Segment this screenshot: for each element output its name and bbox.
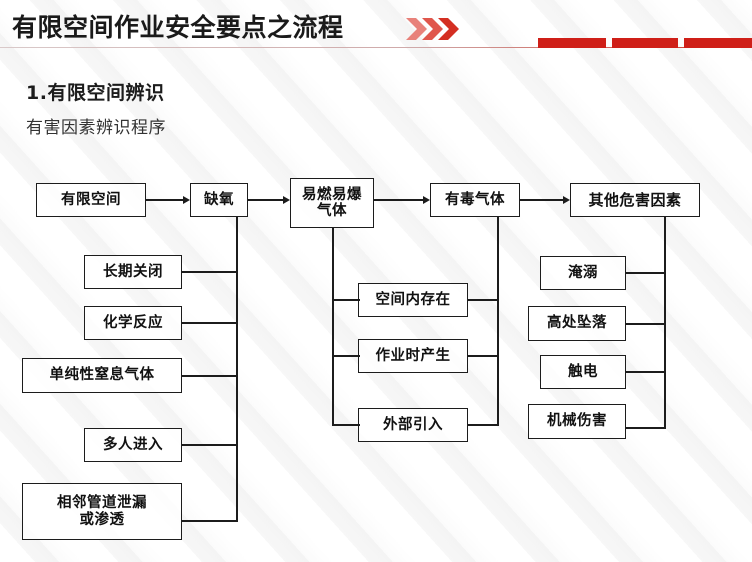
flow-node-multiple-people-entry[interactable]: 多人进入 xyxy=(84,428,182,462)
arrowhead-toxic-to-other xyxy=(563,195,570,204)
red-bar-3 xyxy=(684,38,752,48)
connector-long-term-closure xyxy=(182,271,238,273)
flow-node-adjacent-pipe-leak[interactable]: 相邻管道泄漏 或渗透 xyxy=(22,483,182,540)
connector-fall-from-height xyxy=(626,323,666,325)
flow-node-generated-during-work[interactable]: 作业时产生 xyxy=(358,339,468,373)
connector-electric-shock xyxy=(626,371,666,373)
flow-node-existing-in-space[interactable]: 空间内存在 xyxy=(358,283,468,317)
connector-introduced-externally-right xyxy=(468,424,499,426)
arrowhead-flammable-to-toxic xyxy=(423,195,430,204)
connector-chemical-reaction xyxy=(182,322,238,324)
connector-drowning xyxy=(626,272,666,274)
connector-flammable-to-toxic xyxy=(374,199,423,201)
arrowhead-oxygen-to-flammable xyxy=(283,195,290,204)
trunk-toxic-gas-sources xyxy=(497,217,499,426)
header-divider-rule xyxy=(0,47,752,48)
flow-node-electric-shock[interactable]: 触电 xyxy=(540,355,626,389)
connector-toxic-to-other xyxy=(520,199,563,201)
connector-generated-during-work-right xyxy=(468,355,499,357)
connector-multiple-people-entry xyxy=(182,444,238,446)
flow-node-other-hazards[interactable]: 其他危害因素 xyxy=(570,183,700,217)
red-bar-2 xyxy=(612,38,678,48)
arrowhead-confined-to-oxygen xyxy=(183,195,190,204)
flow-node-drowning[interactable]: 淹溺 xyxy=(540,256,626,290)
double-chevron-right-icon xyxy=(404,15,466,43)
header-title: 有限空间作业安全要点之流程 xyxy=(12,13,344,42)
red-bar-1 xyxy=(538,38,606,48)
connector-adjacent-pipe-leak xyxy=(182,520,238,522)
connector-existing-in-space-left xyxy=(332,299,360,301)
connector-oxygen-to-flammable xyxy=(248,199,283,201)
connector-generated-during-work-left xyxy=(332,355,360,357)
flow-node-toxic-gas[interactable]: 有毒气体 xyxy=(430,183,520,217)
connector-confined-to-oxygen xyxy=(146,199,183,201)
flow-node-chemical-reaction[interactable]: 化学反应 xyxy=(84,306,182,340)
flow-node-oxygen-deficiency[interactable]: 缺氧 xyxy=(190,183,248,217)
flow-node-flammable-explosive-gas[interactable]: 易燃易爆 气体 xyxy=(290,178,374,228)
flow-node-mechanical-injury[interactable]: 机械伤害 xyxy=(528,404,626,439)
flow-node-confined-space[interactable]: 有限空间 xyxy=(36,183,146,217)
connector-simple-asphyxiant-gas xyxy=(182,375,238,377)
connector-mechanical-injury xyxy=(626,427,666,429)
page-subtitle: 有害因素辨识程序 xyxy=(26,118,166,138)
flow-node-long-term-closure[interactable]: 长期关闭 xyxy=(84,255,182,289)
trunk-flammable-gas-sources xyxy=(332,228,334,426)
flow-node-simple-asphyxiant-gas[interactable]: 单纯性窒息气体 xyxy=(22,358,182,393)
flow-node-introduced-externally[interactable]: 外部引入 xyxy=(358,408,468,442)
page-title: 1.有限空间辨识 xyxy=(26,82,165,104)
connector-existing-in-space-right xyxy=(468,299,499,301)
trunk-oxygen-causes xyxy=(236,217,238,521)
connector-introduced-externally-left xyxy=(332,424,360,426)
flow-node-fall-from-height[interactable]: 高处坠落 xyxy=(528,306,626,341)
slide-header: 有限空间作业安全要点之流程 xyxy=(0,0,752,52)
